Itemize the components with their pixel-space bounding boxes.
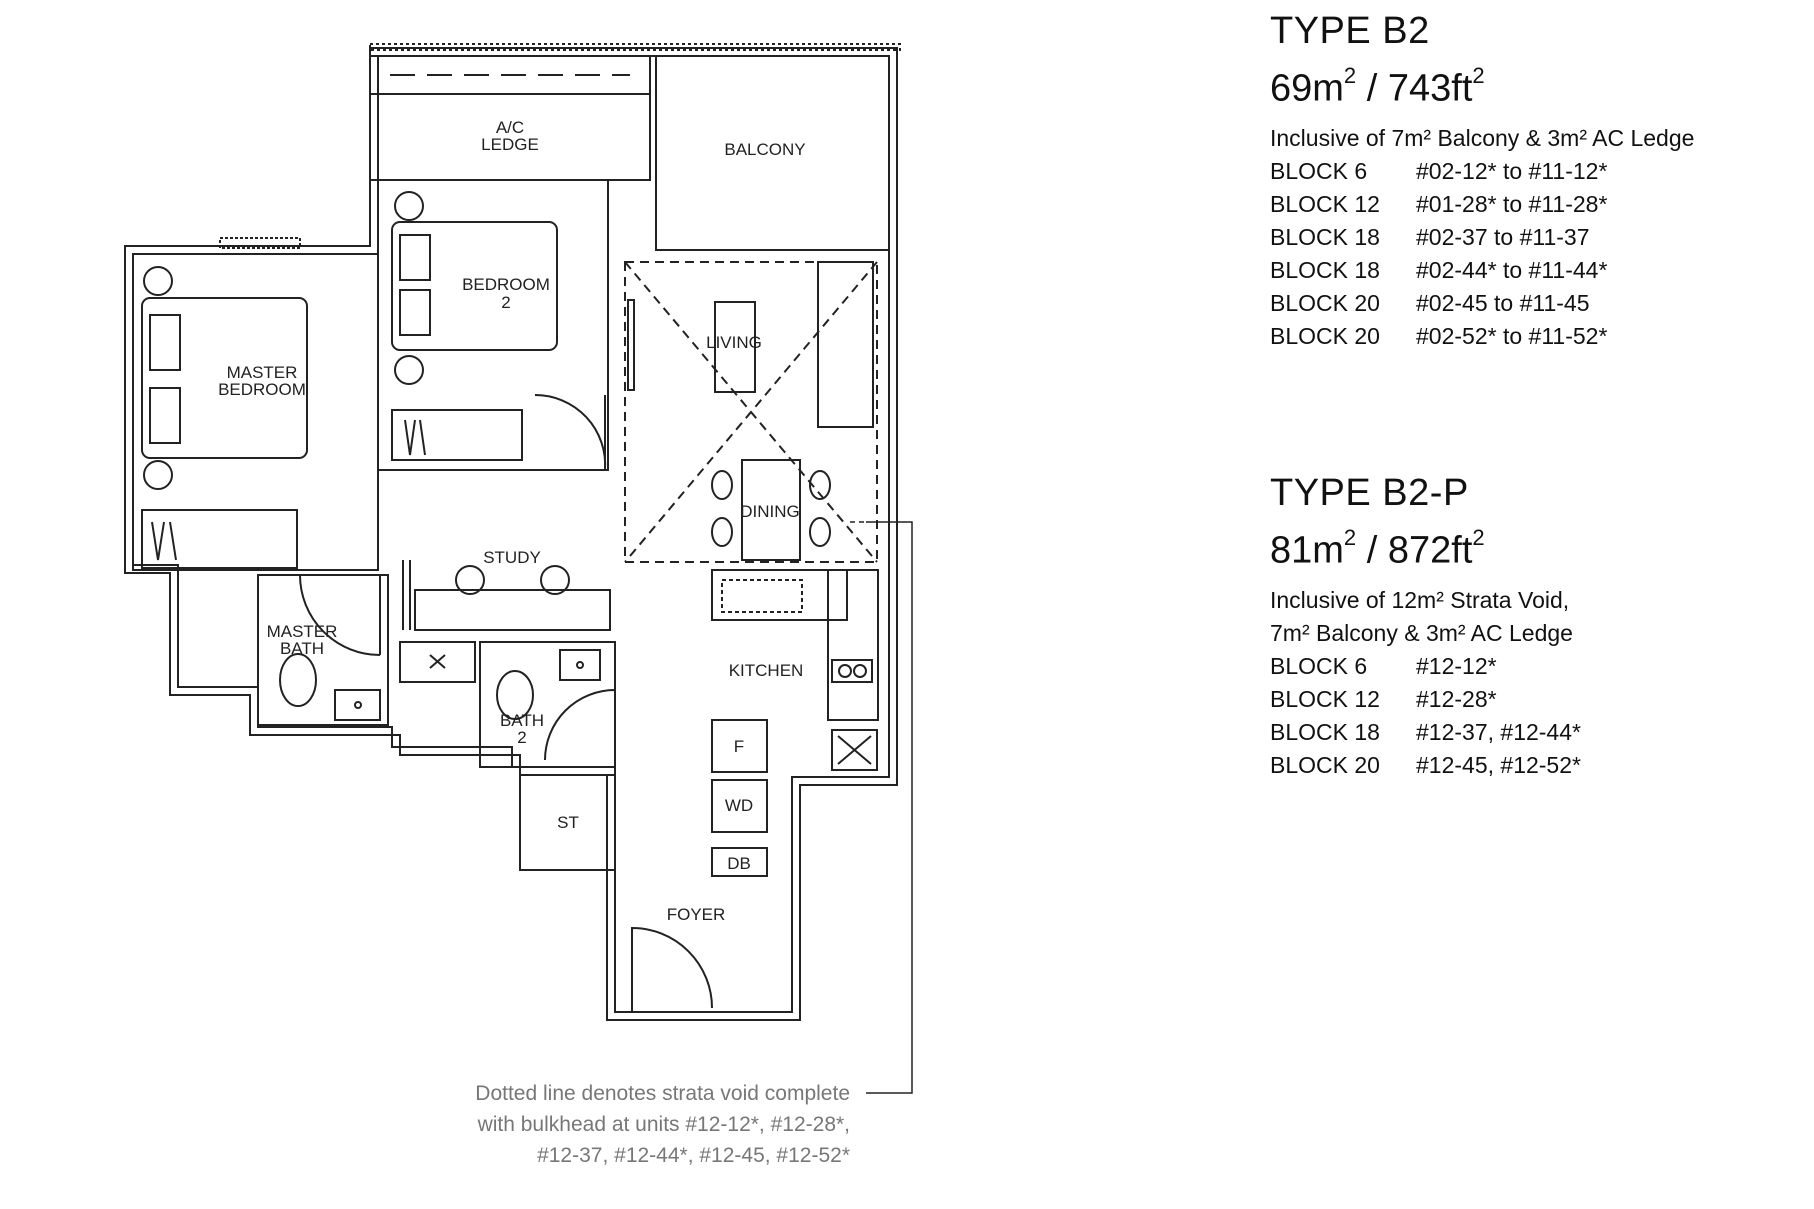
shower-box — [399, 641, 476, 683]
main-door — [631, 926, 713, 1012]
kitchen-side-counter — [827, 569, 879, 721]
master-bedroom-bed — [141, 297, 308, 459]
db-box — [711, 847, 768, 877]
strata-void-note: Dotted line denotes strata void complete… — [380, 1078, 850, 1171]
sofa — [817, 261, 874, 428]
kitchen-shower-box — [831, 729, 878, 771]
block-row: BLOCK 6#02-12* to #11-12* — [1270, 158, 1608, 184]
block-row: BLOCK 18#12-37, #12-44* — [1270, 719, 1581, 745]
block-row: BLOCK 18#02-37 to #11-37 — [1270, 224, 1590, 250]
bedroom2-door — [534, 393, 607, 471]
dining-table — [741, 459, 801, 561]
area-description: Inclusive of 12m² Strata Void,7m² Balcon… — [1270, 587, 1573, 646]
block-row: BLOCK 20#02-52* to #11-52* — [1270, 323, 1608, 349]
fridge-label: F — [734, 737, 744, 756]
foyer-label: FOYER — [667, 905, 726, 924]
unit-area: 81m2 / 872ft2 — [1270, 525, 1485, 572]
unit-area: 69m2 / 743ft2 — [1270, 63, 1485, 110]
type-title: TYPE B2-P — [1270, 472, 1469, 514]
dining-label: DINING — [740, 502, 800, 521]
master-bedroom-room — [132, 253, 379, 571]
type-b2p-panel: TYPE B2-P 81m2 / 872ft2 Inclusive of 12m… — [1270, 470, 1581, 782]
living-label: LIVING — [706, 333, 762, 352]
kitchen-counter — [711, 569, 848, 621]
block-row: BLOCK 12#12-28* — [1270, 686, 1497, 712]
balcony-area — [655, 55, 890, 251]
block-list: BLOCK 6#12-12* BLOCK 12#12-28* BLOCK 18#… — [1270, 650, 1581, 782]
note-line: with bulkhead at units #12-12*, #12-28*, — [477, 1113, 850, 1136]
bath2-room — [479, 641, 616, 768]
block-list: BLOCK 6#02-12* to #11-12* BLOCK 12#01-28… — [1270, 155, 1694, 353]
strata-void — [624, 261, 878, 563]
master-bath-room — [257, 574, 389, 726]
outer-wall — [124, 47, 898, 1021]
master-bath-door — [299, 574, 381, 656]
block-row: BLOCK 6#12-12* — [1270, 653, 1497, 679]
block-row: BLOCK 12#01-28* to #11-28* — [1270, 191, 1608, 217]
note-line: #12-37, #12-44*, #12-45, #12-52* — [537, 1144, 850, 1167]
kitchen-label: KITCHEN — [729, 661, 804, 680]
block-row: BLOCK 20#12-45, #12-52* — [1270, 752, 1581, 778]
store-label: ST — [557, 813, 579, 832]
balcony-railing — [369, 43, 901, 51]
study-desk — [414, 589, 611, 631]
store-room — [519, 774, 616, 871]
type-title: TYPE B2 — [1270, 10, 1430, 52]
note-line: Dotted line denotes strata void complete — [475, 1082, 850, 1105]
type-b2-panel: TYPE B2 69m2 / 743ft2 Inclusive of 7m² B… — [1270, 8, 1694, 353]
balcony-label: BALCONY — [724, 140, 805, 159]
fridge — [711, 719, 768, 773]
bedroom2-room — [377, 179, 609, 471]
area-description: Inclusive of 7m² Balcony & 3m² AC Ledge — [1270, 125, 1695, 151]
study-label: STUDY — [483, 548, 541, 567]
block-row: BLOCK 20#02-45 to #11-45 — [1270, 290, 1590, 316]
inner-wall — [132, 55, 890, 1013]
bedroom2-bed — [391, 221, 558, 351]
db-label: DB — [727, 854, 751, 873]
washer-dryer-label: WD — [725, 796, 753, 815]
tv-console — [714, 301, 756, 393]
note-leader — [866, 521, 913, 1094]
washer-dryer — [711, 779, 768, 833]
block-row: BLOCK 18#02-44* to #11-44* — [1270, 257, 1608, 283]
bath2-door — [544, 689, 616, 761]
